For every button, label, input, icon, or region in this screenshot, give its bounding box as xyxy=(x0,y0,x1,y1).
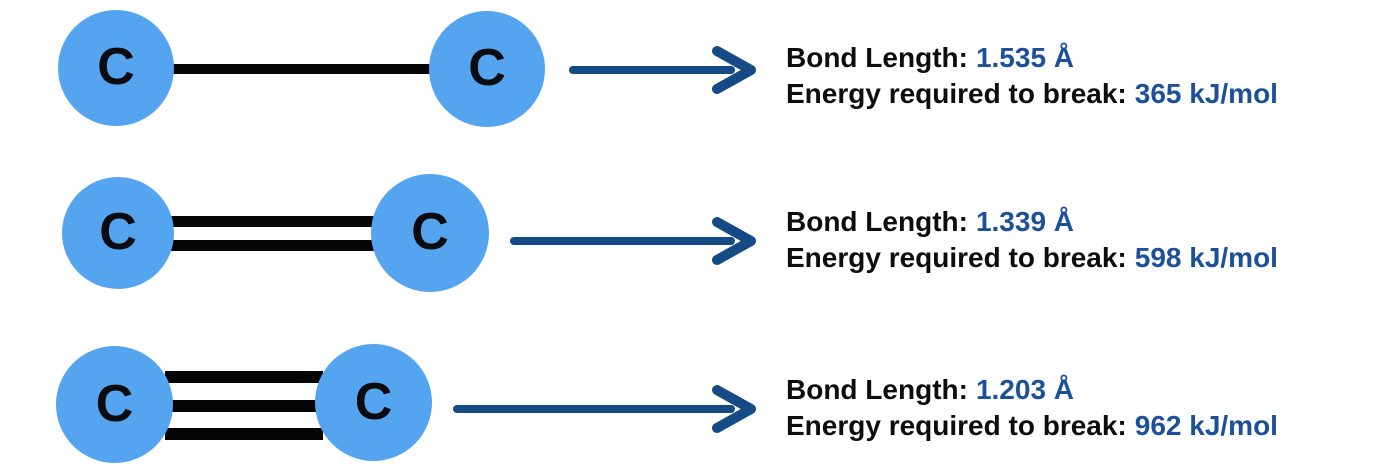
carbon-atom-right: C xyxy=(315,344,432,461)
carbon-atom-left: C xyxy=(58,10,174,126)
right-arrow-icon xyxy=(452,381,757,437)
atom-symbol: C xyxy=(411,203,449,261)
bond-energy-label: Energy required to break: xyxy=(786,78,1127,109)
bond-line xyxy=(165,371,323,383)
bond-energy-line: Energy required to break:962 kJ/mol xyxy=(786,408,1386,444)
bond-energy-value: 365 kJ/mol xyxy=(1134,78,1278,109)
bond-length-value: 1.203 Å xyxy=(975,374,1075,405)
bond-energy-value: 598 kJ/mol xyxy=(1134,242,1278,273)
atom-symbol: C xyxy=(468,39,506,97)
atom-symbol: C xyxy=(354,372,393,431)
carbon-atom-right: C xyxy=(371,174,489,292)
atom-symbol: C xyxy=(99,203,137,261)
atom-symbol: C xyxy=(95,374,134,433)
carbon-atom-left: C xyxy=(56,346,173,463)
bond-info: Bond Length:1.535 Å Energy required to b… xyxy=(786,40,1386,112)
bond-line xyxy=(168,240,376,251)
bond-length-line: Bond Length:1.203 Å xyxy=(786,372,1386,408)
bond-energy-line: Energy required to break:598 kJ/mol xyxy=(786,240,1386,276)
carbon-atom-left: C xyxy=(62,177,174,289)
bond-energy-line: Energy required to break:365 kJ/mol xyxy=(786,76,1386,112)
bond-info: Bond Length:1.203 Å Energy required to b… xyxy=(786,372,1386,444)
bond-line xyxy=(168,216,376,227)
bond-energy-label: Energy required to break: xyxy=(786,410,1127,441)
right-arrow-icon xyxy=(568,42,757,98)
right-arrow-icon xyxy=(509,213,757,269)
bond-length-label: Bond Length: xyxy=(786,206,968,237)
bond-length-line: Bond Length:1.535 Å xyxy=(786,40,1386,76)
bond-length-label: Bond Length: xyxy=(786,42,968,73)
bond-length-value: 1.535 Å xyxy=(975,42,1075,73)
bond-length-line: Bond Length:1.339 Å xyxy=(786,204,1386,240)
bond-length-value: 1.339 Å xyxy=(975,206,1075,237)
bond-line xyxy=(165,428,323,440)
bond-energy-value: 962 kJ/mol xyxy=(1134,410,1278,441)
bond-length-label: Bond Length: xyxy=(786,374,968,405)
bond-info: Bond Length:1.339 Å Energy required to b… xyxy=(786,204,1386,276)
bond-energy-label: Energy required to break: xyxy=(786,242,1127,273)
atom-symbol: C xyxy=(97,38,135,96)
carbon-atom-right: C xyxy=(429,11,545,127)
bond-line xyxy=(165,400,323,412)
bond-line xyxy=(170,64,432,74)
